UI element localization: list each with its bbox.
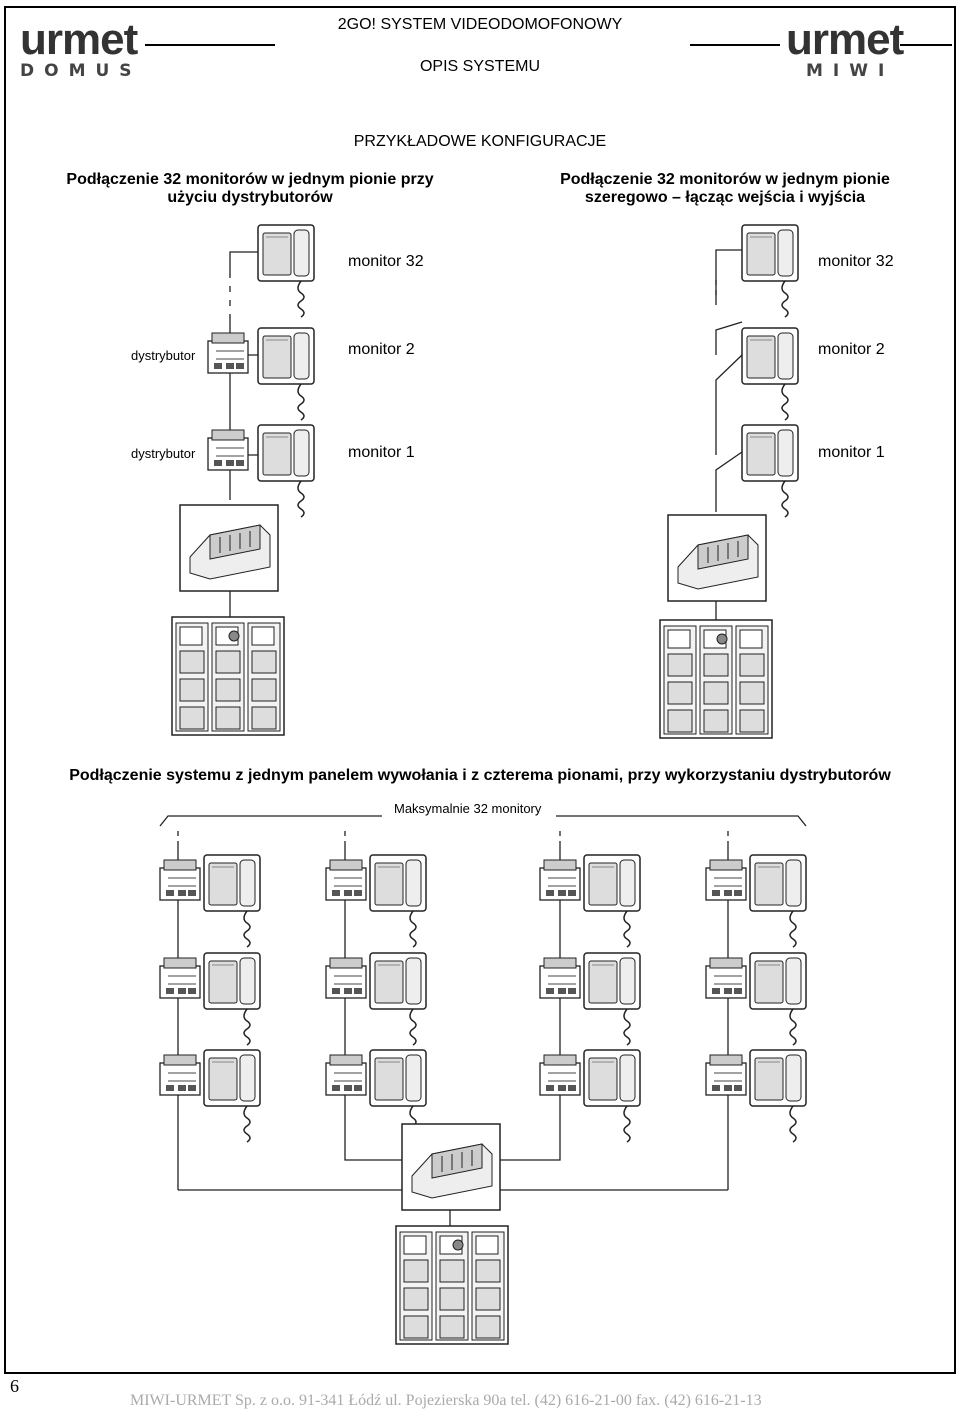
bottom-column-2 bbox=[325, 854, 427, 1143]
right-caption: Podłączenie 32 monitorów w jednym pionie… bbox=[495, 171, 955, 207]
bottom-distributor-icon bbox=[325, 957, 367, 999]
bottom-column-1 bbox=[159, 854, 261, 1143]
right-caption-line2: szeregowo – łącząc wejścia i wyjścia bbox=[584, 189, 866, 206]
bottom-monitor-icon bbox=[203, 1049, 261, 1143]
left-distributor-2-icon bbox=[207, 332, 249, 374]
left-caption: Podłączenie 32 monitorów w jednym pionie… bbox=[20, 171, 480, 207]
document-title: 2GO! SYSTEM VIDEODOMOFONOWY bbox=[337, 16, 623, 33]
right-monitor-32-label: monitor 32 bbox=[818, 253, 894, 270]
right-call-panel-icon bbox=[659, 619, 773, 739]
page-number: 6 bbox=[10, 1376, 19, 1396]
left-caption-line2: użyciu dystrybutorów bbox=[167, 189, 333, 206]
left-monitor-2-label: monitor 2 bbox=[348, 341, 415, 358]
left-monitor-2-icon bbox=[257, 327, 315, 421]
logo-right-sub: MIWI bbox=[806, 61, 895, 81]
bottom-distributor-icon bbox=[159, 957, 201, 999]
left-call-panel-icon bbox=[171, 616, 285, 736]
max-monitors-label: Maksymalnie 32 monitory bbox=[394, 801, 542, 816]
bottom-call-panel-icon bbox=[395, 1225, 509, 1345]
left-power-supply-icon bbox=[179, 504, 279, 592]
bottom-distributor-icon bbox=[539, 859, 581, 901]
document-subtitle: OPIS SYSTEMU bbox=[419, 58, 541, 75]
urmet-domus-logo: urmet DOMUS bbox=[20, 15, 142, 81]
left-monitor-32-icon bbox=[257, 224, 315, 318]
bottom-distributor-icon bbox=[705, 859, 747, 901]
bottom-monitor-icon bbox=[749, 854, 807, 948]
bottom-monitor-icon bbox=[203, 952, 261, 1046]
bottom-monitor-icon bbox=[369, 854, 427, 948]
bottom-monitor-icon bbox=[203, 854, 261, 948]
header-rule-far-right bbox=[900, 44, 952, 46]
left-monitor-1-label: monitor 1 bbox=[348, 444, 415, 461]
bottom-power-supply-icon bbox=[401, 1123, 501, 1211]
logo-left-sub: DOMUS bbox=[20, 61, 142, 81]
left-distributor-1-icon bbox=[207, 429, 249, 471]
bottom-column-4 bbox=[705, 854, 807, 1143]
bottom-distributor-icon bbox=[705, 1054, 747, 1096]
page-frame bbox=[4, 6, 956, 1374]
bottom-distributor-icon bbox=[325, 859, 367, 901]
footer-address: MIWI-URMET Sp. z o.o. 91-341 Łódź ul. Po… bbox=[130, 1392, 762, 1409]
bottom-distributor-icon bbox=[705, 957, 747, 999]
bottom-monitor-icon bbox=[749, 1049, 807, 1143]
bottom-distributor-icon bbox=[539, 1054, 581, 1096]
bottom-distributor-icon bbox=[325, 1054, 367, 1096]
left-monitor-1-icon bbox=[257, 424, 315, 518]
right-caption-line1: Podłączenie 32 monitorów w jednym pionie bbox=[560, 171, 890, 188]
logo-left-brand: urmet bbox=[20, 15, 138, 64]
left-distributor-1-label: dystrybutor bbox=[131, 446, 196, 461]
header-rule-right bbox=[690, 44, 780, 46]
left-monitor-32-label: monitor 32 bbox=[348, 253, 424, 270]
bottom-monitor-icon bbox=[749, 952, 807, 1046]
right-monitor-1-icon bbox=[741, 424, 799, 518]
bottom-monitor-icon bbox=[369, 952, 427, 1046]
bottom-column-3 bbox=[539, 854, 641, 1143]
right-monitor-2-label: monitor 2 bbox=[818, 341, 885, 358]
bottom-monitor-icon bbox=[583, 952, 641, 1046]
bottom-distributor-icon bbox=[159, 859, 201, 901]
bottom-distributor-icon bbox=[159, 1054, 201, 1096]
right-diagram bbox=[715, 249, 743, 512]
right-monitor-1-label: monitor 1 bbox=[818, 444, 885, 461]
bottom-monitor-icon bbox=[583, 854, 641, 948]
logo-right-brand: urmet bbox=[786, 15, 904, 64]
header-rule-left bbox=[145, 44, 275, 46]
bottom-monitor-icon bbox=[583, 1049, 641, 1143]
left-distributor-2-label: dystrybutor bbox=[131, 348, 196, 363]
right-monitor-32-icon bbox=[741, 224, 799, 318]
urmet-miwi-logo: urmet MIWI bbox=[786, 15, 904, 81]
right-power-supply-icon bbox=[667, 514, 767, 602]
left-caption-line1: Podłączenie 32 monitorów w jednym pionie… bbox=[66, 171, 434, 188]
right-monitor-2-icon bbox=[741, 327, 799, 421]
bottom-distributor-icon bbox=[539, 957, 581, 999]
bottom-caption: Podłączenie systemu z jednym panelem wyw… bbox=[69, 767, 891, 784]
section-heading: PRZYKŁADOWE KONFIGURACJE bbox=[353, 133, 607, 150]
